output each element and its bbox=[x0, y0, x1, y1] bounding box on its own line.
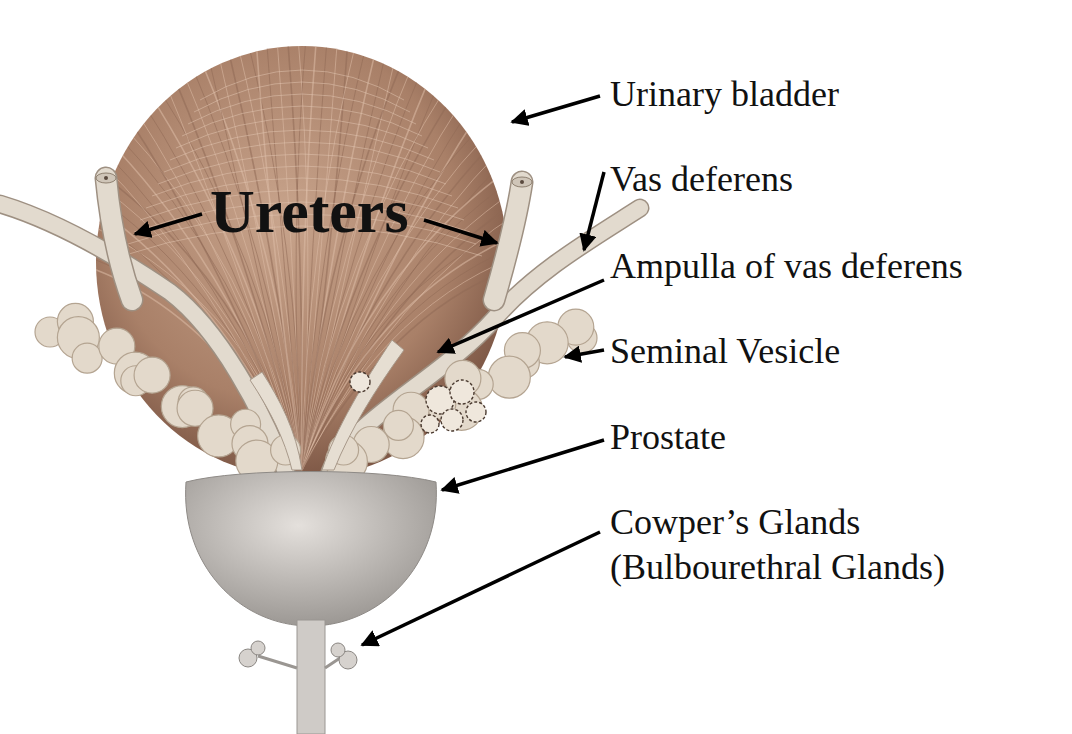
part-label: Cowper’s Glands (Bulbourethral Glands) bbox=[610, 500, 1015, 590]
vas-deferens bbox=[330, 208, 640, 472]
cut-section bbox=[421, 415, 439, 433]
ureter bbox=[106, 178, 132, 300]
leader-arrow bbox=[362, 532, 600, 645]
ureter bbox=[494, 182, 522, 300]
seminal-vesicle bbox=[72, 343, 102, 373]
vas-deferens bbox=[0, 204, 286, 472]
urethra bbox=[297, 620, 325, 734]
group-label: Ureters bbox=[210, 180, 409, 242]
ureter bbox=[106, 178, 132, 300]
leader-arrow bbox=[438, 280, 604, 352]
vas-deferens bbox=[0, 204, 286, 472]
leader-arrow bbox=[424, 220, 497, 243]
seminal-vesicle bbox=[488, 356, 530, 398]
part-label: Seminal Vesicle bbox=[610, 329, 840, 374]
leader-arrow bbox=[565, 350, 604, 357]
part-label: Ampulla of vas deferens bbox=[610, 244, 963, 289]
seminal-vesicle bbox=[383, 410, 413, 440]
ampulla bbox=[250, 372, 302, 470]
part-label: Prostate bbox=[610, 415, 726, 460]
leader-arrow bbox=[584, 172, 604, 250]
bladder-fibers bbox=[72, 22, 532, 470]
cut-section bbox=[350, 372, 370, 392]
leader-lines bbox=[135, 96, 604, 645]
ureter bbox=[494, 182, 522, 300]
cowper-gland bbox=[331, 643, 345, 657]
part-label: Urinary bladder bbox=[610, 72, 839, 117]
muscle-fiber bbox=[286, 23, 302, 470]
ureter-opening bbox=[96, 173, 116, 183]
gland-duct bbox=[258, 656, 340, 668]
cut-section bbox=[441, 409, 463, 431]
leader-arrow bbox=[442, 440, 604, 490]
cut-section bbox=[466, 402, 486, 422]
vas-deferens bbox=[330, 208, 640, 472]
leader-arrow bbox=[512, 96, 600, 122]
part-label: Vas deferens bbox=[610, 157, 793, 202]
cut-section bbox=[450, 380, 474, 404]
ureter-lumen bbox=[104, 176, 108, 180]
ureter-opening bbox=[512, 177, 532, 187]
cowper-gland bbox=[251, 641, 265, 655]
prostate bbox=[186, 472, 437, 627]
ampulla bbox=[322, 340, 404, 470]
ureter-lumen bbox=[520, 180, 524, 184]
leader-arrow bbox=[135, 214, 202, 234]
seminal-vesicle bbox=[134, 357, 170, 393]
